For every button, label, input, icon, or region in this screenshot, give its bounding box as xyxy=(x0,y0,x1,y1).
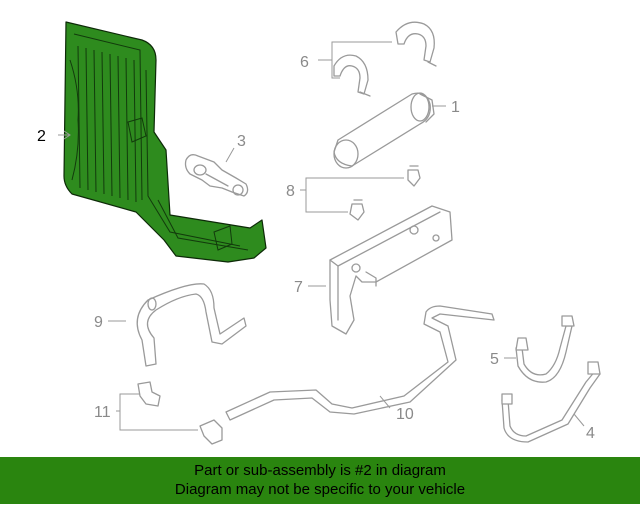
callout-8: 8 xyxy=(286,183,295,200)
part-11-elbows[interactable] xyxy=(137,381,223,445)
banner-line-2: Diagram may not be specific to your vehi… xyxy=(174,481,466,498)
parts-diagram: 1 2 3 4 5 6 7 8 9 10 11 xyxy=(37,21,601,445)
part-7-bracket[interactable] xyxy=(329,205,453,335)
callout-1: 1 xyxy=(451,99,460,116)
info-banner: Part or sub-assembly is #2 in diagram Di… xyxy=(0,457,640,504)
part-8-fittings[interactable] xyxy=(349,165,421,221)
part-9-hose[interactable] xyxy=(136,283,247,367)
part-6-clamps[interactable] xyxy=(333,21,437,97)
part-5-line[interactable] xyxy=(515,315,575,383)
callout-labels: 1 2 3 4 5 6 7 8 9 10 11 xyxy=(37,54,595,442)
callout-3: 3 xyxy=(237,133,246,150)
callout-6: 6 xyxy=(300,54,309,71)
callout-10: 10 xyxy=(396,406,414,423)
callout-7: 7 xyxy=(294,279,303,296)
part-1-filter[interactable] xyxy=(333,92,435,169)
callout-9: 9 xyxy=(94,314,103,331)
part-2-oil-cooler[interactable] xyxy=(63,21,267,263)
callout-2: 2 xyxy=(37,128,46,145)
callout-4: 4 xyxy=(586,425,595,442)
part-10-tube[interactable] xyxy=(225,305,495,421)
part-4-line[interactable] xyxy=(501,361,601,443)
banner-line-1: Part or sub-assembly is #2 in diagram xyxy=(194,462,446,479)
callout-5: 5 xyxy=(490,351,499,368)
leader-lines xyxy=(58,41,585,431)
callout-11: 11 xyxy=(94,404,111,421)
part-3-fitting[interactable] xyxy=(184,154,249,197)
